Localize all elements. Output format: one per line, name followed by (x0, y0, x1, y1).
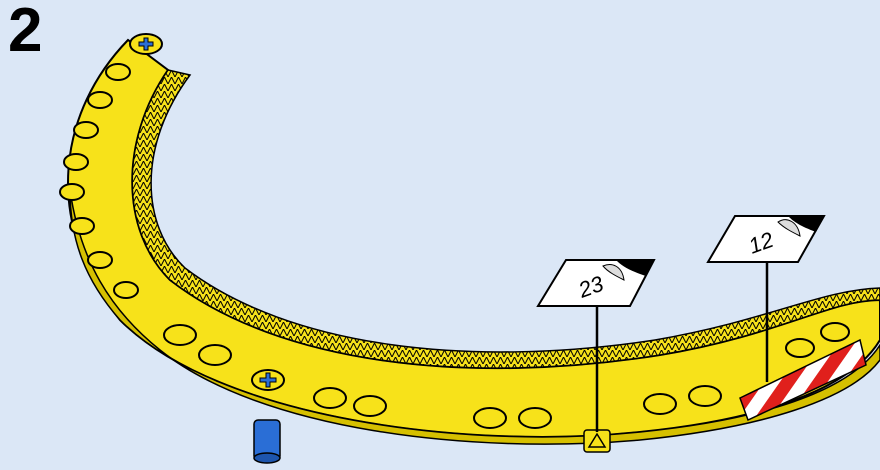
triangle-tile (584, 430, 610, 452)
axle-pin (254, 420, 280, 463)
sticker-23-callout: 23 (538, 260, 654, 306)
sticker-12-callout: 12 (708, 216, 824, 262)
